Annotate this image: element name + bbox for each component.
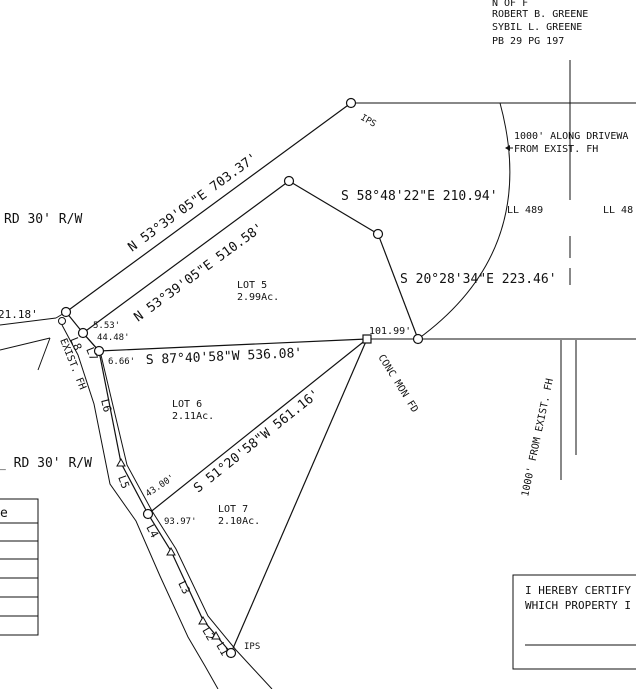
lot-name: LOT 6 [172, 399, 202, 410]
corner-marker [142, 508, 154, 520]
curve-labels: L8 L7 L6 L5 L4 L3 L2 L1 [67, 335, 231, 658]
ips-bottom-label: IPS [244, 642, 260, 652]
monuments [58, 97, 424, 659]
distance-44-48: 44.48' [97, 333, 130, 343]
driveway-note-lower: 1000' FROM EXIST. FH [520, 378, 556, 498]
ips-bottom-marker [225, 647, 237, 659]
lot-area: 2.99Ac. [237, 292, 279, 303]
curve-point-marker [116, 457, 126, 467]
ips-top-marker [345, 97, 357, 109]
bearing-se-lower: S 20°28'34"E 223.46' [400, 272, 557, 287]
certification-line-2: WHICH PROPERTY I [525, 599, 631, 612]
distance-5-53: 5.53' [93, 321, 120, 331]
distance-93-97: 93.97' [164, 517, 197, 527]
corner-marker [60, 306, 72, 318]
right-property-lines [351, 60, 636, 480]
corner-marker [372, 228, 384, 240]
owner-line-1: ROBERT B. GREENE [492, 9, 588, 20]
corner-marker [58, 317, 66, 325]
driveway-note-line-1: 1000' ALONG DRIVEWA [514, 131, 628, 142]
curve-label-l8: L8 [67, 335, 84, 352]
certification-box: I HEREBY CERTIFY WHICH PROPERTY I [512, 574, 636, 670]
distance-101-99: 101.99' [369, 326, 411, 337]
curve-point-marker [166, 546, 176, 556]
distance-21-18: 21.18' [0, 308, 38, 321]
bearing-lot-divider: S 87°40'58"W 536.08' [146, 346, 303, 368]
curve-label-l2: L2 [199, 625, 217, 643]
owner-line-2: SYBIL L. GREENE [492, 22, 582, 33]
owner-line-0: N OF F [492, 0, 528, 9]
curve-label-l7: L7 [83, 345, 100, 362]
lot-area: 2.11Ac. [172, 411, 214, 422]
concrete-monument-marker [362, 334, 372, 344]
conc-mon-label: CONC MON FD [375, 353, 419, 415]
legend-table-header: e [0, 506, 8, 521]
bearing-se-upper: S 58°48'22"E 210.94' [341, 189, 498, 204]
lot-6-label: LOT 6 2.11Ac. [172, 399, 214, 422]
curve-label-l5: L5 [115, 474, 132, 491]
distance-6-66: 6.66' [108, 357, 135, 367]
legend-table: e [0, 498, 39, 636]
bearing-sw-long: S 51°20'58"W 561.16' [191, 387, 323, 496]
road-label-upper: RD 30' R/W [4, 212, 82, 227]
curve-point-marker [198, 615, 208, 625]
curve-label-l3: L3 [175, 579, 192, 597]
curve-label-l1: L1 [213, 640, 231, 658]
corner-marker [412, 333, 424, 345]
curve-label-l4: L4 [143, 522, 161, 540]
curve-point-marker [211, 630, 221, 640]
corner-marker [283, 175, 295, 187]
ll-489-label: LL 489 [507, 205, 543, 216]
owner-block: N OF F ROBERT B. GREENE SYBIL L. GREENE … [492, 0, 588, 47]
driveway-arrow [505, 145, 513, 151]
lot-name: LOT 7 [218, 504, 248, 515]
ll-48-label: LL 48 [603, 205, 633, 216]
driveway-note-line-2: FROM EXIST. FH [514, 144, 598, 155]
lot-5-label: LOT 5 2.99Ac. [237, 280, 279, 303]
road-lines [0, 311, 67, 371]
curve-label-l6: L6 [98, 398, 114, 414]
lot-name: LOT 5 [237, 280, 267, 291]
lot-area: 2.10Ac. [218, 516, 260, 527]
corner-marker [93, 345, 105, 357]
lot-boundaries [61, 102, 419, 689]
road-label-lower: _ RD 30' R/W [0, 456, 92, 471]
lot-7-label: LOT 7 2.10Ac. [218, 504, 260, 527]
certification-line-1: I HEREBY CERTIFY [525, 584, 631, 597]
ips-top-label: IPS [359, 113, 378, 130]
owner-line-3: PB 29 PG 197 [492, 36, 564, 47]
corner-marker [77, 327, 89, 339]
